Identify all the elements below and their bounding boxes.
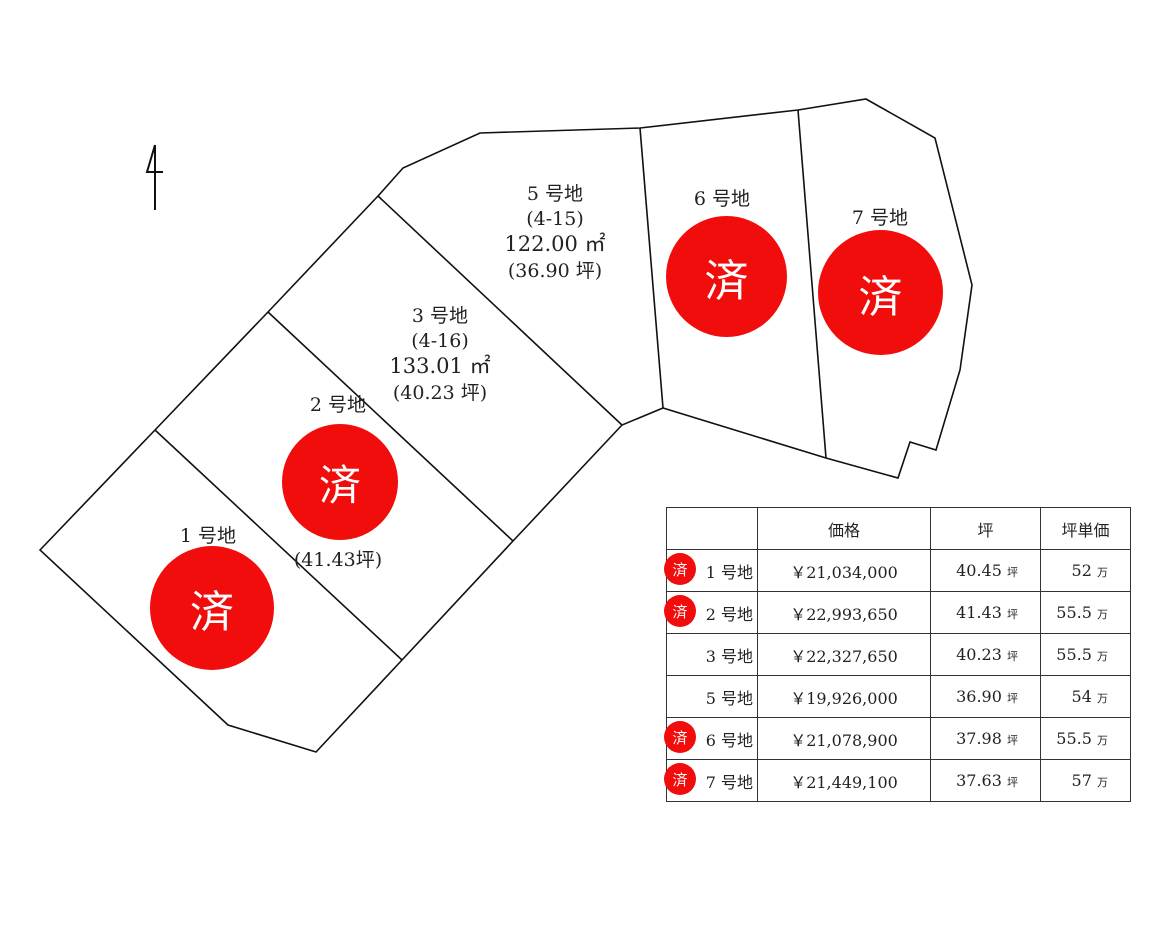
row-tsubo: 40.23 坪 [930,633,1041,676]
unit-price-value: 55.5 [1056,603,1092,622]
lot-line-5-6 [639,127,664,409]
row-unit-price: 55.5 万 [1040,717,1131,760]
header-blank [666,507,758,550]
row-unit-price: 52 万 [1040,549,1131,592]
man-unit: 万 [1097,650,1108,663]
lot-line-6-7 [797,109,827,459]
row-tsubo: 37.63 坪 [930,759,1041,802]
sold-stamp-lot-1: 済 [150,546,274,670]
lot-line-3-5 [377,195,623,426]
lot-2-tsubo: (41.43坪) [293,549,383,571]
row-price: ￥21,034,000 [757,549,931,592]
tsubo-value: 41.43 [956,603,1002,622]
row-unit-price: 55.5 万 [1040,591,1131,634]
tsubo-value: 40.23 [956,645,1002,664]
sold-stamp-lot-7: 済 [818,230,943,355]
sold-stamp-row-1: 済 [664,553,696,585]
unit-price-value: 55.5 [1056,729,1092,748]
lot-3-name: 3 号地 [411,305,469,327]
tsubo-value: 37.63 [956,771,1002,790]
header-tsubo: 坪 [930,507,1041,550]
table-row: 2 号地 ￥22,993,650 41.43 坪 55.5 万 [666,591,1131,634]
unit-price-value: 54 [1071,687,1092,706]
tsubo-unit: 坪 [1007,650,1018,663]
row-price: ￥22,993,650 [757,591,931,634]
lot-5-chiban: (4-15) [526,207,584,230]
row-unit-price: 55.5 万 [1040,633,1131,676]
row-tsubo: 41.43 坪 [930,591,1041,634]
row-unit-price: 54 万 [1040,675,1131,718]
lot-3-area-m2: 133.01 ㎡ [389,354,491,379]
man-unit: 万 [1097,776,1108,789]
lot-5-name: 5 号地 [526,183,584,205]
table-row: 6 号地 ￥21,078,900 37.98 坪 55.5 万 [666,717,1131,760]
north-arrow-icon [145,144,163,210]
man-unit: 万 [1097,566,1108,579]
row-tsubo: 36.90 坪 [930,675,1041,718]
row-price: ￥21,449,100 [757,759,931,802]
table-header: 価格 坪 坪単価 [666,507,1131,550]
header-unit-price: 坪単価 [1040,507,1131,550]
lot-3-chiban: (4-16) [411,329,469,352]
tsubo-value: 36.90 [956,687,1002,706]
tsubo-value: 37.98 [956,729,1002,748]
lot-line-2-3 [267,311,514,542]
sold-stamp-lot-6: 済 [666,216,787,337]
lot-5-area-m2: 122.00 ㎡ [504,232,606,257]
row-price: ￥21,078,900 [757,717,931,760]
lot-2-label: 2 号地 [309,394,367,416]
sold-stamp-lot-2: 済 [282,424,398,540]
row-tsubo: 40.45 坪 [930,549,1041,592]
lot-5-area-tsubo: (36.90 坪) [507,259,603,282]
tsubo-value: 40.45 [956,561,1002,580]
row-price: ￥22,327,650 [757,633,931,676]
row-unit-price: 57 万 [1040,759,1131,802]
man-unit: 万 [1097,608,1108,621]
sold-stamp-row-6: 済 [664,721,696,753]
lot-3-area-tsubo: (40.23 坪) [392,381,488,404]
lot-1-label: 1 号地 [179,525,237,547]
table-row: 3 号地 ￥22,327,650 40.23 坪 55.5 万 [666,633,1131,676]
man-unit: 万 [1097,692,1108,705]
lot-7-label: 7 号地 [851,207,909,229]
site-boundary [38,98,973,753]
lot-6-label: 6 号地 [693,188,751,210]
header-price: 価格 [757,507,931,550]
table-row: 7 号地 ￥21,449,100 37.63 坪 57 万 [666,759,1131,802]
unit-price-value: 52 [1071,561,1092,580]
tsubo-unit: 坪 [1007,608,1018,621]
table-row: 1 号地 ￥21,034,000 40.45 坪 52 万 [666,549,1131,592]
man-unit: 万 [1097,734,1108,747]
lot-3-info: 3 号地 (4-16) 133.01 ㎡ (40.23 坪) [389,304,490,405]
row-lot: 3 号地 [666,633,758,676]
tsubo-unit: 坪 [1007,776,1018,789]
row-lot: 5 号地 [666,675,758,718]
sold-stamp-row-2: 済 [664,595,696,627]
lot-line-1-2 [154,429,403,661]
table-row: 5 号地 ￥19,926,000 36.90 坪 54 万 [666,675,1131,718]
lot-5-info: 5 号地 (4-15) 122.00 ㎡ (36.90 坪) [504,182,605,283]
unit-price-value: 57 [1071,771,1092,790]
unit-price-value: 55.5 [1056,645,1092,664]
row-price: ￥19,926,000 [757,675,931,718]
tsubo-unit: 坪 [1007,566,1018,579]
tsubo-unit: 坪 [1007,734,1018,747]
row-tsubo: 37.98 坪 [930,717,1041,760]
sold-stamp-row-7: 済 [664,763,696,795]
tsubo-unit: 坪 [1007,692,1018,705]
